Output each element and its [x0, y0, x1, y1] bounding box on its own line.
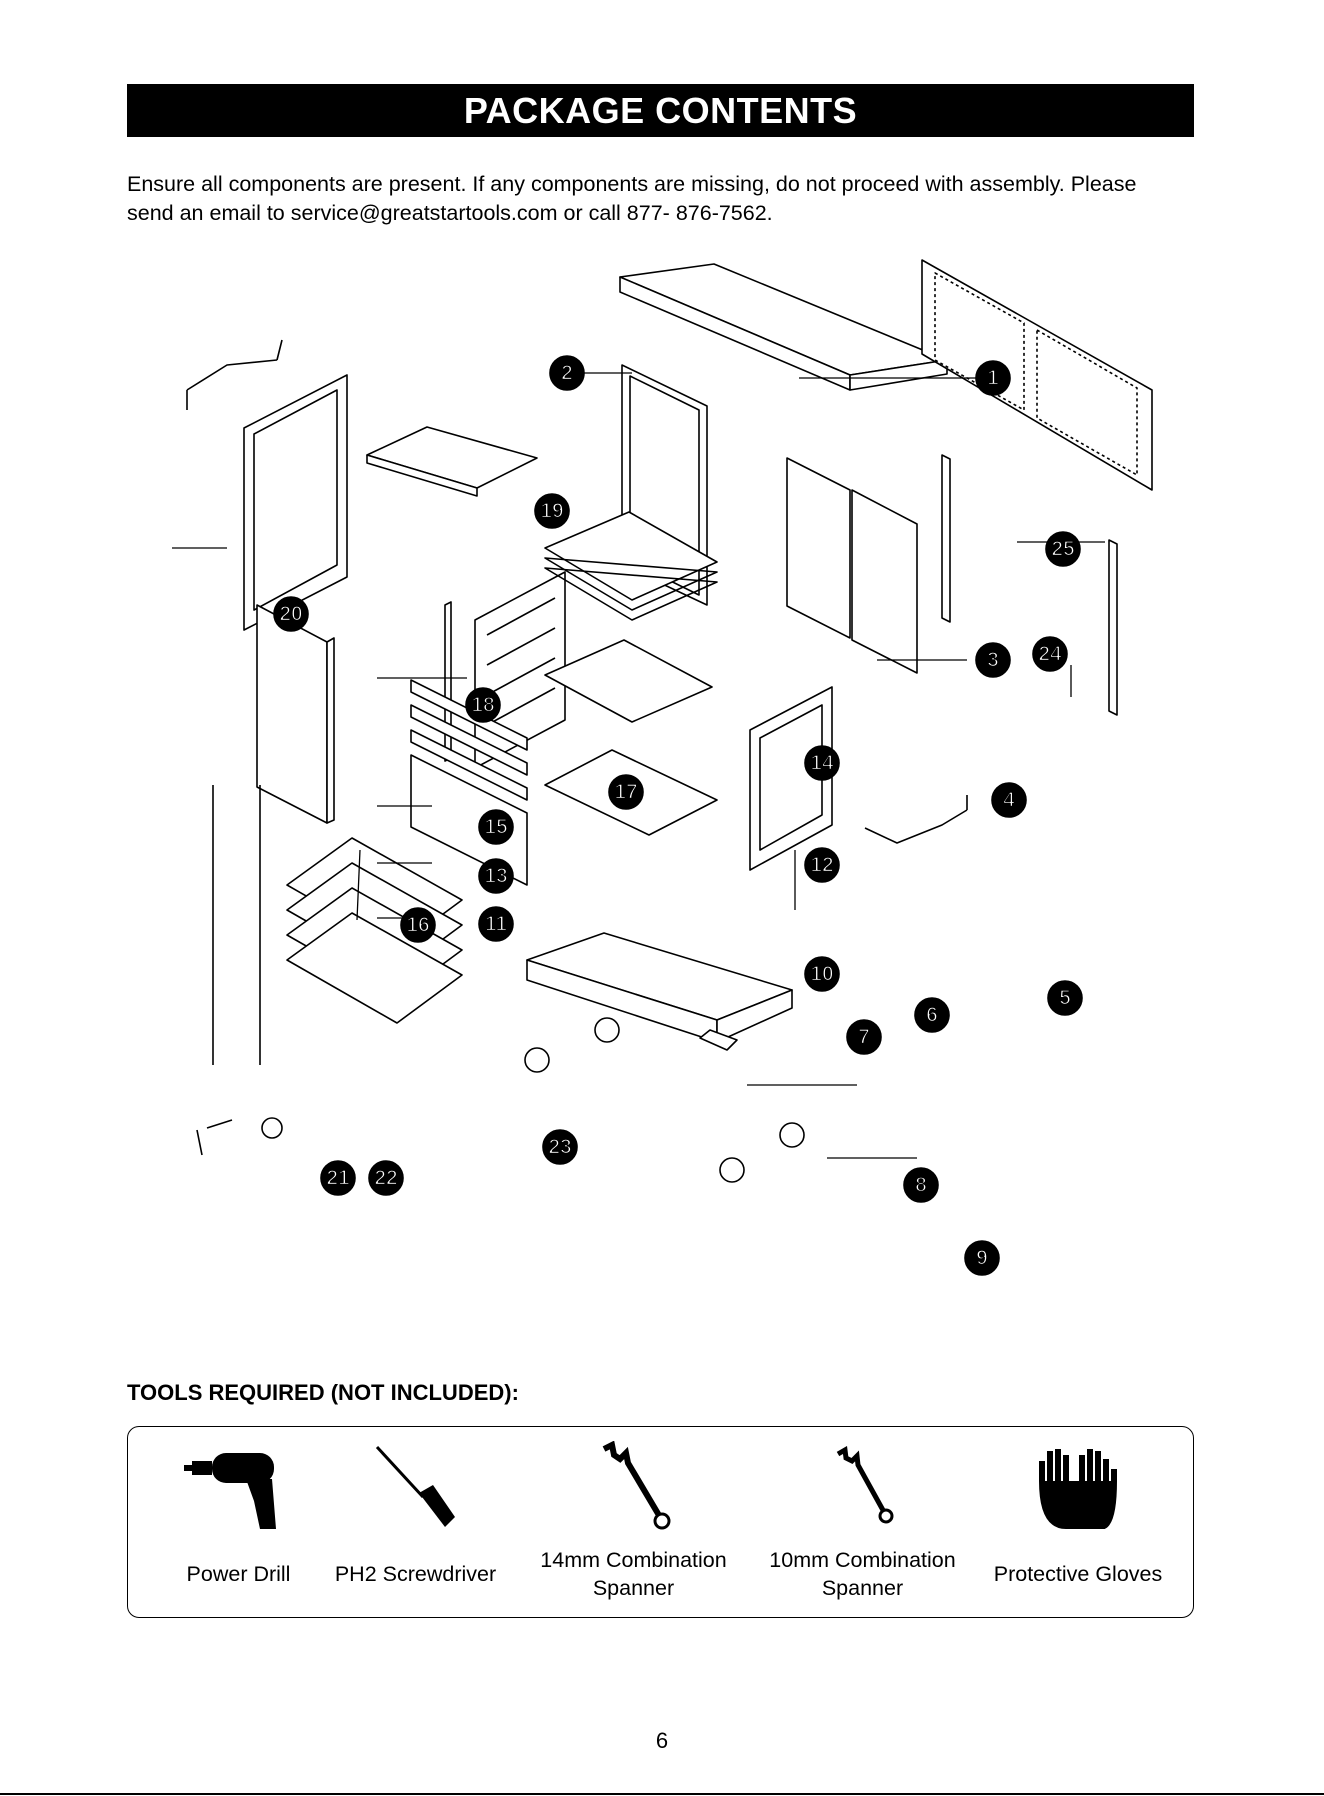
svg-text:13: 13	[484, 865, 507, 888]
leader-lines	[172, 372, 1105, 1159]
svg-text:3: 3	[987, 649, 999, 672]
drawer-fronts-part	[410, 679, 528, 886]
callout-2: 2	[549, 355, 585, 391]
side-panel-left-part	[243, 374, 348, 631]
callout-22: 22	[368, 1160, 404, 1196]
intro-line-2: send an email to service@greatstartools.…	[127, 201, 773, 225]
callout-1: 1	[975, 360, 1011, 396]
callout-20: 20	[273, 596, 309, 632]
screwdriver-icon	[371, 1427, 461, 1545]
tool-10mm-spanner: 10mm Combination Spanner	[755, 1427, 970, 1617]
svg-text:11: 11	[485, 913, 508, 936]
handle-left-part	[186, 339, 283, 410]
center-upright-part	[941, 454, 951, 623]
callout-23: 23	[542, 1129, 578, 1165]
callout-25: 25	[1045, 531, 1081, 567]
svg-text:24: 24	[1038, 643, 1062, 666]
svg-text:21: 21	[326, 1167, 350, 1190]
svg-text:10: 10	[810, 963, 833, 986]
svg-text:12: 12	[810, 854, 833, 877]
svg-text:14: 14	[810, 752, 834, 775]
svg-text:8: 8	[915, 1174, 927, 1197]
callout-17: 17	[608, 774, 644, 810]
svg-text:25: 25	[1051, 538, 1075, 561]
svg-text:22: 22	[374, 1167, 397, 1190]
intro-line-1: Ensure all components are present. If an…	[127, 172, 1137, 196]
shelf-liners-part	[286, 837, 463, 1024]
corner-bracket-part	[699, 1029, 738, 1051]
wrench-icon	[828, 1427, 898, 1545]
gloves-icon	[1038, 1427, 1118, 1545]
svg-text:1: 1	[987, 367, 999, 390]
callout-3: 3	[975, 642, 1011, 678]
callout-4: 4	[991, 782, 1027, 818]
callout-11: 11	[478, 906, 514, 942]
callout-7: 7	[846, 1019, 882, 1055]
tool-power-drill: Power Drill	[156, 1427, 321, 1617]
page-number: 6	[655, 1728, 669, 1753]
bushing-part	[261, 1117, 283, 1139]
svg-text:17: 17	[614, 781, 637, 804]
tool-14mm-spanner: 14mm Combination Spanner	[526, 1427, 741, 1617]
callout-8: 8	[903, 1167, 939, 1203]
svg-text:2: 2	[561, 362, 573, 385]
callout-19: 19	[534, 493, 570, 529]
wrench-icon	[594, 1427, 674, 1545]
svg-text:15: 15	[484, 816, 508, 839]
svg-text:20: 20	[279, 603, 302, 626]
callout-5: 5	[1047, 980, 1083, 1016]
callout-10: 10	[804, 956, 840, 992]
callout-16: 16	[400, 907, 436, 943]
worktop-part	[619, 263, 948, 391]
exploded-parts-diagram: 1 2 3 4 5 6 7 8 9 10 11 12 13 14 15 16 1…	[127, 250, 1194, 1360]
svg-text:23: 23	[548, 1136, 571, 1159]
page-title: PACKAGE CONTENTS	[127, 84, 1194, 137]
pegboard-part	[921, 259, 1153, 491]
callout-13: 13	[478, 858, 514, 894]
doors-part	[786, 457, 918, 674]
key-part	[196, 1119, 233, 1156]
svg-text:18: 18	[471, 694, 495, 717]
power-drill-icon	[183, 1427, 294, 1545]
callout-9: 9	[964, 1240, 1000, 1276]
tools-heading: TOOLS REQUIRED (NOT INCLUDED):	[127, 1380, 519, 1405]
svg-text:7: 7	[858, 1026, 870, 1049]
callout-18: 18	[465, 687, 501, 723]
callout-12: 12	[804, 847, 840, 883]
casters-part	[524, 1017, 805, 1183]
tool-ph2-screwdriver: PH2 Screwdriver	[318, 1427, 513, 1617]
door-panel-part	[256, 604, 335, 824]
base-part	[526, 932, 793, 1043]
callout-14: 14	[804, 745, 840, 781]
side-panel-right-part	[749, 686, 833, 871]
drawer-trays-part	[544, 511, 718, 836]
svg-text:19: 19	[540, 500, 563, 523]
svg-text:4: 4	[1003, 789, 1015, 812]
callout-6: 6	[914, 997, 950, 1033]
upright-part	[1108, 539, 1118, 716]
bottom-rule	[0, 1793, 1324, 1795]
callout-15: 15	[478, 809, 514, 845]
svg-text:5: 5	[1059, 987, 1071, 1010]
callout-21: 21	[320, 1160, 356, 1196]
intro-text: Ensure all components are present. If an…	[127, 170, 1207, 228]
top-shelf-part	[366, 426, 538, 497]
svg-text:6: 6	[926, 1004, 938, 1027]
handle-right-part	[864, 795, 968, 844]
callout-24: 24	[1032, 636, 1068, 672]
tools-box: Power Drill PH2 Screwdriver 14mm Combina…	[127, 1426, 1194, 1618]
svg-text:9: 9	[976, 1247, 988, 1270]
tool-protective-gloves: Protective Gloves	[978, 1427, 1178, 1617]
svg-text:16: 16	[406, 914, 429, 937]
